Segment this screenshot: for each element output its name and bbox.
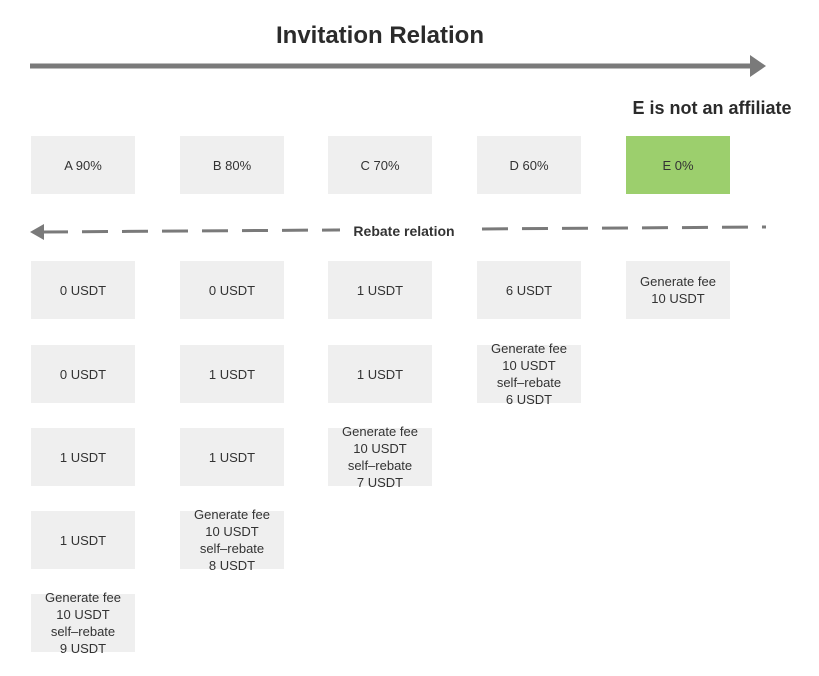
member-box-a: A 90%: [31, 136, 135, 194]
member-box-e: E 0%: [626, 136, 730, 194]
rebate-cell: 1 USDT: [180, 428, 284, 486]
rebate-cell: 1 USDT: [180, 345, 284, 403]
rebate-relation-label: Rebate relation: [340, 222, 468, 240]
rebate-cell: 0 USDT: [180, 261, 284, 319]
rebate-cell: 0 USDT: [31, 261, 135, 319]
fee-cell: Generate fee 10 USDT self–rebate 7 USDT: [328, 424, 432, 490]
rebate-cell: 6 USDT: [477, 261, 581, 319]
diagram-title: Invitation Relation: [275, 22, 484, 49]
rebate-cell: 0 USDT: [31, 345, 135, 403]
rebate-cell: 1 USDT: [31, 428, 135, 486]
fee-cell: Generate fee 10 USDT: [626, 261, 730, 319]
rebate-cell: 1 USDT: [328, 261, 432, 319]
rebate-cell: 1 USDT: [328, 345, 432, 403]
invitation-arrow: [30, 55, 766, 77]
rebate-cell: 1 USDT: [31, 511, 135, 569]
fee-cell: Generate fee 10 USDT self–rebate 9 USDT: [31, 590, 135, 656]
affiliate-note: E is not an affiliate: [632, 98, 792, 118]
member-box-c: C 70%: [328, 136, 432, 194]
member-box-d: D 60%: [477, 136, 581, 194]
fee-cell: Generate fee 10 USDT self–rebate 6 USDT: [477, 341, 581, 407]
fee-cell: Generate fee 10 USDT self–rebate 8 USDT: [180, 507, 284, 573]
member-box-b: B 80%: [180, 136, 284, 194]
